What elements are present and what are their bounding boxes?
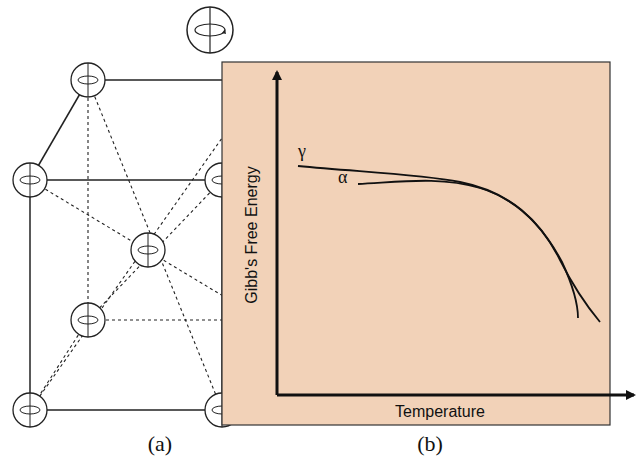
axis-label: Temperature xyxy=(395,404,485,420)
plot-panel xyxy=(222,62,610,425)
x-axis xyxy=(277,394,634,397)
curve-label: α xyxy=(338,168,347,186)
y-axis xyxy=(276,72,279,395)
alpha-curve xyxy=(358,181,578,318)
gamma-curve xyxy=(298,166,600,322)
panel-label: (b) xyxy=(417,433,443,455)
spin-symbol xyxy=(187,7,233,53)
curve-label: γ xyxy=(298,142,306,160)
panel-label: (a) xyxy=(148,433,172,455)
axis-label: Gibb's Free Energy xyxy=(244,166,260,303)
